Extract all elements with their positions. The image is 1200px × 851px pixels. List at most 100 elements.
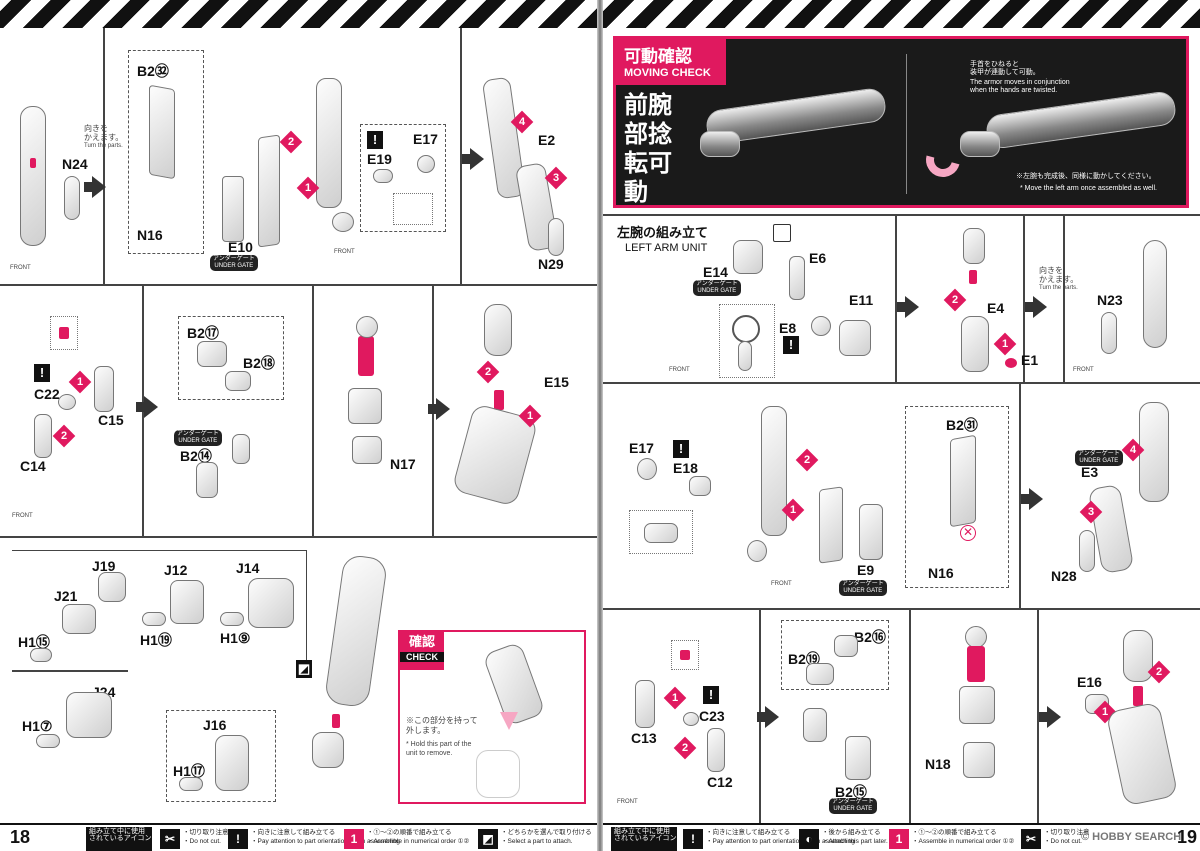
legend-item: ! ・向きに注意して組み立てる ・Pay attention to part o… <box>683 827 855 851</box>
under-gate-jp: アンダーゲート <box>696 281 738 287</box>
wrist-part-drawing <box>220 612 244 626</box>
step-order-badge: 1 <box>296 176 320 200</box>
arm-assembly-drawing <box>1139 402 1169 502</box>
part-label: E3 <box>1081 464 1099 480</box>
section-title-en: LEFT ARM UNIT <box>625 242 708 254</box>
joint-part-drawing <box>332 212 354 232</box>
detail-inset <box>671 640 699 670</box>
under-gate-jp: アンダーゲート <box>177 431 219 437</box>
part-label: C23 <box>699 708 725 724</box>
armor-part-drawing <box>1101 312 1117 354</box>
part-label: E4 <box>987 300 1005 316</box>
part-label: C15 <box>98 412 124 428</box>
instruction-page-left: N24 向きを かえます。 Turn the parts. B2㉜ N16 2 … <box>0 0 597 851</box>
select-part-icon: ◩ <box>478 829 498 849</box>
pink-joint-part <box>332 714 340 728</box>
detail-inset <box>50 316 78 350</box>
page-number: 18 <box>10 827 31 847</box>
front-marker: FRONT <box>669 367 690 373</box>
ball-joint-drawing <box>811 316 831 336</box>
hand-options-bracket <box>12 550 307 670</box>
step-order-badge: 4 <box>510 110 534 134</box>
step-panel-2: E17 ! E18 2 1 E9 アンダーゲート UNDER GATE FRON… <box>603 384 1200 610</box>
step-order-badge: 2 <box>943 288 967 312</box>
step-order-badge: 2 <box>476 360 500 384</box>
warning-icon: ! <box>783 336 799 354</box>
step-panel-3: J19 J21 H1⑮ J12 H1⑲ J14 H1⑨ J24 H1⑦ J16 … <box>0 538 597 823</box>
inner-frame-drawing <box>316 78 342 208</box>
part-label: J16 <box>203 717 227 733</box>
part-label: B2⑱ <box>243 355 275 371</box>
pink-joint-part <box>1005 358 1017 368</box>
part-label: J12 <box>164 562 188 578</box>
legend-item: ✂ ・切り取り注意 ・Do not cut. <box>1021 827 1090 851</box>
pink-joint-part <box>969 270 977 284</box>
under-gate-badge: アンダーゲート UNDER GATE <box>210 255 258 271</box>
step-panel-left-arm: 左腕の組み立て LEFT ARM UNIT E14 アンダーゲート UNDER … <box>603 214 1200 384</box>
moving-check-note2-jp: ※左腕も完成後、同様に動かしてください。 <box>1016 173 1156 180</box>
legend-item: ◩ ・どちらかを選んで取り付ける ・Select a part to attac… <box>478 827 592 851</box>
part-label: H1⑮ <box>18 634 50 650</box>
divider <box>103 28 105 284</box>
next-arrow-icon <box>136 396 158 418</box>
arm-part-drawing <box>1143 240 1167 348</box>
legend-text-jp: ・切り取り注意 <box>1044 829 1090 836</box>
armor-part-drawing <box>197 341 227 367</box>
hand-outline-drawing <box>476 750 520 798</box>
next-arrow-icon <box>84 176 106 198</box>
legend-text-jp: ・①〜②の順番で組み立てる <box>912 829 997 836</box>
part-label: J19 <box>92 558 116 574</box>
legend-item: ◐ ・後から組み立てる ・Attach this part later. <box>799 827 888 851</box>
legend-text-en: ・Assemble in numerical order ①② <box>912 838 1015 845</box>
armor-part-drawing <box>64 176 80 220</box>
inner-frame-drawing <box>961 316 989 372</box>
armor-part-drawing <box>352 436 382 464</box>
wrist-part-drawing <box>30 648 52 662</box>
legend-text-en: ・Pay attention to part orientation when … <box>251 838 400 845</box>
attach-later-icon <box>773 224 791 242</box>
armor-part-drawing <box>839 320 871 356</box>
armor-part-drawing <box>963 742 995 778</box>
joint-part-drawing <box>373 169 393 183</box>
legend-item: 1 ・①〜②の順番で組み立てる ・Assemble in numerical o… <box>889 827 1017 851</box>
part-label: H1⑨ <box>220 630 251 646</box>
under-gate-en: UNDER GATE <box>214 263 254 269</box>
hazard-stripe-header <box>603 0 1200 28</box>
under-gate-badge: アンダーゲート UNDER GATE <box>1075 450 1123 466</box>
step-panel-2: ! C22 C15 1 2 C14 FRONT B2⑰ B2⑱ アンダーゲート … <box>0 286 597 538</box>
part-label: E19 <box>367 151 392 167</box>
moving-check-title: 前腕部捻転可動 <box>624 92 672 206</box>
under-gate-en: UNDER GATE <box>833 806 873 812</box>
page-number: 19 <box>1177 827 1198 847</box>
armor-blade-drawing <box>149 84 175 180</box>
part-label: E15 <box>544 374 569 390</box>
part-label: E8 <box>779 320 797 336</box>
under-gate-jp: アンダーゲート <box>832 799 874 805</box>
part-label: C13 <box>631 730 657 746</box>
part-label: E17 <box>413 131 438 147</box>
armor-part-drawing <box>196 462 218 498</box>
pink-joint-part <box>358 336 374 376</box>
warning-icon: ! <box>228 829 248 849</box>
warning-icon: ! <box>683 829 703 849</box>
shoulder-part-drawing <box>963 228 985 264</box>
zoom-detail-box: B2㉛ ✕ N16 <box>905 406 1009 588</box>
under-gate-en: UNDER GATE <box>697 288 737 294</box>
legend-item: ! ・向きに注意して組み立てる ・Pay attention to part o… <box>228 827 400 851</box>
under-gate-jp: アンダーゲート <box>842 581 884 587</box>
legend-text-en: ・Attach this part later. <box>822 838 888 845</box>
armor-blade-drawing <box>950 434 976 528</box>
joint-part-drawing <box>789 256 805 300</box>
detail-inset <box>629 510 693 554</box>
peg-part-drawing <box>738 341 752 371</box>
legend-text-jp: ・向きに注意して組み立てる <box>251 829 336 836</box>
armor-part-drawing <box>806 663 834 685</box>
divider <box>895 216 897 382</box>
moving-check-note-jp: 手首をひねると 装甲が連動して可動。 <box>970 61 1040 76</box>
detail-inset <box>719 304 775 378</box>
scissors-cross-icon: ✂ <box>160 829 180 849</box>
legend-footer: 18 組み立て中に使用 されているアイコン ✂ ・切り取り注意 ・Do not … <box>0 823 597 851</box>
shoulder-part-drawing <box>733 240 763 274</box>
armor-blade-drawing <box>258 134 280 248</box>
step-order-badge: 1 <box>993 332 1017 356</box>
